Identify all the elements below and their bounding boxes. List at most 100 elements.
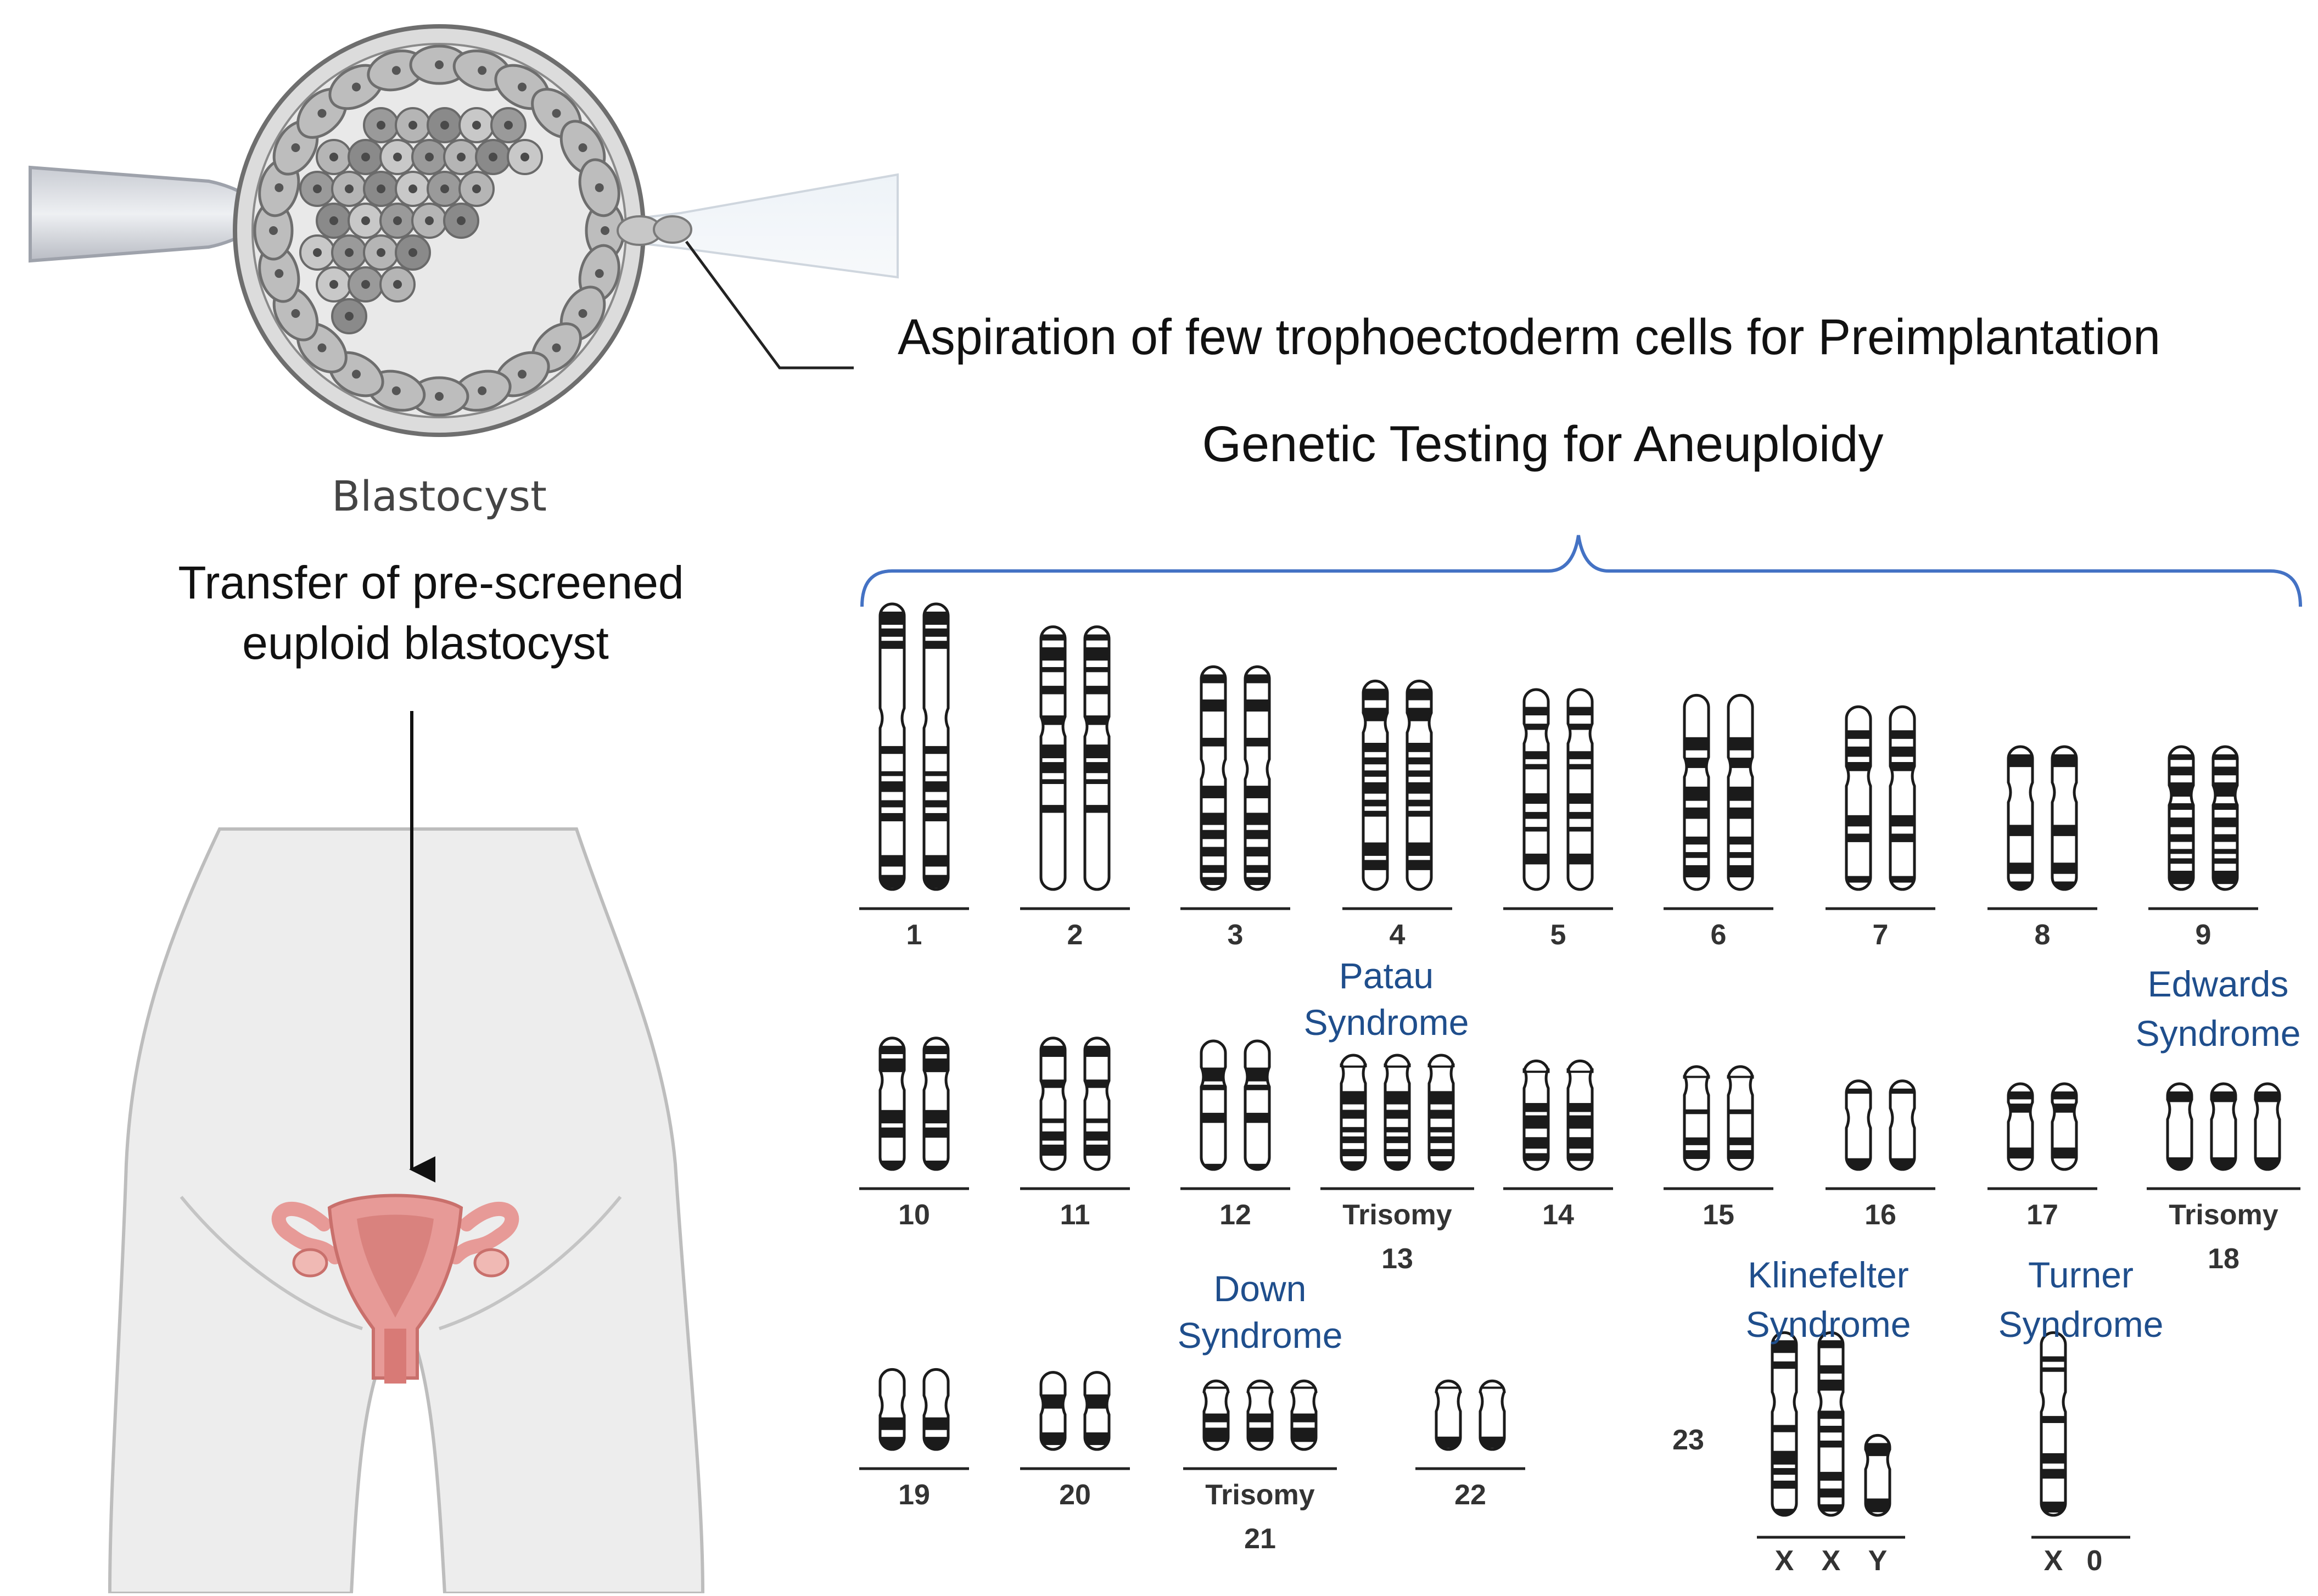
chromosome-band xyxy=(1429,1110,1453,1119)
chromosome-band xyxy=(1524,724,1548,730)
sex-chromosome-label: 0 xyxy=(2087,1545,2103,1577)
chromosome xyxy=(878,602,906,891)
chromosome-band xyxy=(1846,730,1871,739)
chromosome-band xyxy=(1245,1112,1269,1123)
chromosome-band xyxy=(1568,853,1592,865)
chromosome-band xyxy=(880,855,904,867)
sex-chromosome-label: X xyxy=(1822,1545,1841,1577)
sex-chromosome-label: X xyxy=(1775,1545,1794,1577)
chromosome-band xyxy=(1728,1109,1753,1115)
chromosome xyxy=(1435,1379,1462,1451)
chromosome-band xyxy=(1524,764,1548,770)
chromosome-body xyxy=(2008,747,2033,889)
chromosome-outline xyxy=(1727,1065,1754,1171)
chromosome xyxy=(1727,693,1754,891)
chromosome-band xyxy=(1363,770,1387,777)
sex-chromosome-label: X xyxy=(2044,1545,2063,1577)
chromosome-pair-10: 10 xyxy=(859,1037,969,1231)
chromosome-band xyxy=(2168,1091,2192,1102)
chromosome-outline xyxy=(1817,1331,1845,1517)
chromosome-label: 2 xyxy=(1067,919,1083,951)
chromosome-label: 7 xyxy=(1873,919,1889,951)
chromosome-band xyxy=(924,1437,948,1449)
aspirated-cell xyxy=(653,215,692,244)
chromosome-band xyxy=(2213,754,2237,760)
chromosome-pair-8: 8 xyxy=(1987,745,2097,951)
chromosome-label: 8 xyxy=(2035,919,2051,951)
chromosome-band xyxy=(924,855,948,867)
cell-nucleus xyxy=(352,82,361,92)
chromosome-band xyxy=(1429,1127,1453,1133)
chromosome-pair-11: 11 xyxy=(1020,1037,1130,1231)
chromosome xyxy=(1522,688,1550,891)
chromosome-band xyxy=(880,1058,904,1072)
chromosome-band xyxy=(1201,830,1225,839)
chromosome-band xyxy=(1890,876,1914,883)
chromosome-band xyxy=(1684,807,1709,819)
chromosome-outline xyxy=(2040,1331,2067,1517)
patau-syndrome-label-line2: Syndrome xyxy=(1304,1002,1469,1043)
cell-nucleus xyxy=(361,216,370,225)
chromosome-band xyxy=(2213,834,2237,842)
chromosome-band xyxy=(1429,1136,1453,1144)
chromosome-band xyxy=(1684,836,1709,845)
chromosome-band xyxy=(924,628,948,637)
chromosome-label: 1 xyxy=(906,919,922,951)
chromosome-23-label: 23 xyxy=(1672,1424,1704,1456)
chromosome-label: 12 xyxy=(1219,1199,1251,1231)
chromosome-band xyxy=(1728,786,1753,801)
aspiration-pointer-line xyxy=(685,240,854,369)
cell-nucleus xyxy=(478,66,487,75)
chromosome xyxy=(1845,1079,1872,1171)
cell-nucleus xyxy=(552,343,561,352)
chromosome-pair-15: 15 xyxy=(1664,1065,1773,1231)
cell-nucleus xyxy=(291,143,300,152)
chromosome xyxy=(1522,1059,1550,1171)
chromosome-band xyxy=(1385,1127,1409,1133)
chromosome-band xyxy=(2213,849,2237,854)
chromosome-band xyxy=(1846,746,1871,757)
chromosome-band xyxy=(2052,754,2076,768)
chromosome-band xyxy=(2008,1104,2033,1113)
chromosome-band xyxy=(1890,746,1914,757)
chromosome-band xyxy=(1201,865,1225,873)
chromosome-band xyxy=(1407,860,1431,870)
chromosome-outline xyxy=(1522,688,1550,891)
chromosome-band xyxy=(1568,707,1592,716)
chromosome-band xyxy=(1085,805,1109,813)
cell-nucleus xyxy=(425,153,434,161)
chromosome-pair-7: 7 xyxy=(1826,705,1935,951)
cell-nucleus xyxy=(601,226,609,235)
chromosome-band xyxy=(1245,865,1269,873)
chromosome-band xyxy=(1407,842,1431,856)
chromosome-band xyxy=(880,1110,904,1124)
cell-nucleus xyxy=(595,269,604,278)
chromosome-band xyxy=(1728,737,1753,751)
chromosome-band xyxy=(1524,707,1548,716)
chromosome-band xyxy=(1041,1045,1065,1057)
chromosome-band xyxy=(924,641,948,649)
cell-nucleus xyxy=(329,280,338,289)
chromosome xyxy=(1039,1371,1067,1451)
chromosome-pair-19: 19 xyxy=(859,1368,969,1511)
chromosome-band xyxy=(1201,674,1225,684)
chromosome-band xyxy=(1407,782,1431,794)
chromosome xyxy=(1771,1331,1798,1517)
chromosome-band xyxy=(1041,1394,1065,1409)
chromosome-band xyxy=(1201,847,1225,856)
down-syndrome-label-line1: Down xyxy=(1214,1268,1307,1309)
chromosome-band xyxy=(1041,667,1065,673)
chromosome-pair-22: 22 xyxy=(1415,1379,1525,1511)
chromosome-body xyxy=(1201,1041,1225,1169)
chromosome-band xyxy=(2041,1356,2065,1362)
chromosome-band xyxy=(924,781,948,792)
chromosome-outline xyxy=(1290,1379,1318,1451)
chromosome-outline xyxy=(1845,1079,1872,1171)
chromosome-band xyxy=(1568,751,1592,759)
chromosome-pair-12: 12 xyxy=(1180,1039,1290,1231)
sex-chromosome-label: Y xyxy=(1868,1545,1888,1577)
chromosome-label: 19 xyxy=(898,1479,930,1511)
